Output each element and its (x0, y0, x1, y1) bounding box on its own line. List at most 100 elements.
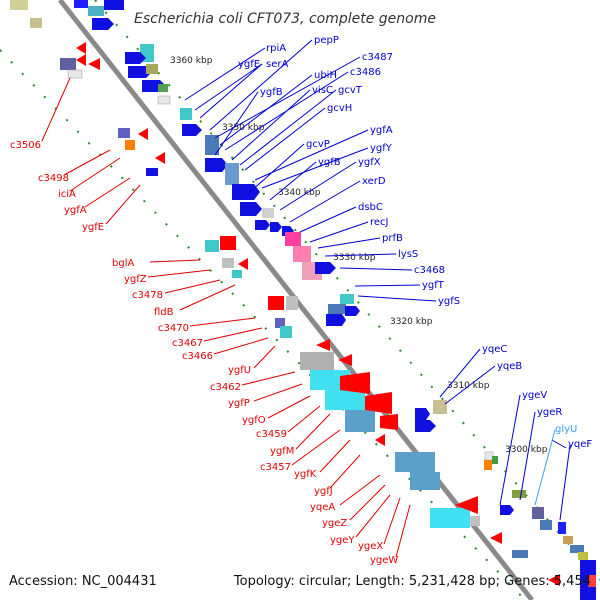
gene-feature[interactable] (415, 420, 436, 432)
gene-feature[interactable] (285, 232, 301, 246)
gene-feature[interactable] (315, 262, 336, 274)
gene-feature[interactable] (205, 135, 219, 155)
gene-feature[interactable] (275, 318, 285, 328)
gene-label-yqeA[interactable]: yqeA (310, 502, 335, 513)
gene-feature[interactable] (410, 472, 440, 490)
gene-feature[interactable] (205, 158, 228, 172)
gene-feature[interactable] (430, 508, 470, 528)
gene-label-yqeF[interactable]: yqeF (568, 439, 592, 450)
gene-label-c3466[interactable]: c3466 (182, 351, 213, 362)
gene-label-fldB[interactable]: fldB (154, 307, 174, 318)
gene-feature[interactable] (293, 246, 311, 262)
gene-feature[interactable] (88, 58, 100, 70)
gene-feature[interactable] (316, 339, 330, 351)
gene-label-c3467[interactable]: c3467 (172, 338, 203, 349)
gene-feature[interactable] (484, 451, 494, 461)
gene-label-ygfB-2[interactable]: ygfB (318, 157, 341, 168)
gene-feature[interactable] (30, 18, 42, 28)
gene-label-yqeC[interactable]: yqeC (482, 344, 507, 355)
gene-label-gcvH[interactable]: gcvH (327, 103, 352, 114)
gene-feature[interactable] (540, 520, 552, 530)
gene-label-ygfP[interactable]: ygfP (228, 398, 250, 409)
gene-feature[interactable] (76, 54, 86, 66)
gene-label-xerD[interactable]: xerD (362, 176, 386, 187)
gene-label-ygfJ[interactable]: ygfJ (314, 486, 333, 497)
gene-label-visC[interactable]: visC (312, 85, 333, 96)
gene-feature[interactable] (92, 18, 114, 30)
gene-feature[interactable] (67, 69, 83, 79)
gene-label-ygeZ[interactable]: ygeZ (322, 518, 347, 529)
gene-feature[interactable] (375, 434, 385, 446)
gene-label-ygfX[interactable]: ygfX (358, 157, 381, 168)
gene-feature[interactable] (220, 236, 236, 250)
gene-label-c3462[interactable]: c3462 (210, 382, 241, 393)
gene-label-serA[interactable]: serA (266, 59, 288, 70)
gene-feature[interactable] (118, 128, 130, 138)
gene-label-prfB[interactable]: prfB (382, 233, 403, 244)
gene-feature[interactable] (74, 0, 88, 8)
gene-feature[interactable] (558, 522, 566, 534)
gene-label-ubiH[interactable]: ubiH (314, 70, 337, 81)
gene-feature[interactable] (125, 52, 146, 64)
gene-label-ygfY[interactable]: ygfY (370, 143, 393, 154)
gene-feature[interactable] (125, 140, 135, 150)
gene-feature[interactable] (365, 392, 392, 414)
gene-feature[interactable] (76, 42, 86, 54)
gene-feature[interactable] (270, 222, 282, 232)
gene-feature[interactable] (155, 152, 165, 164)
gene-feature[interactable] (286, 296, 298, 310)
gene-feature[interactable] (470, 516, 480, 526)
gene-feature[interactable] (262, 208, 274, 218)
gene-label-c3470[interactable]: c3470 (158, 323, 189, 334)
gene-feature[interactable] (578, 552, 588, 560)
gene-feature[interactable] (512, 550, 528, 558)
gene-feature[interactable] (325, 390, 365, 410)
gene-label-lysS[interactable]: lysS (398, 249, 418, 260)
gene-feature[interactable] (455, 496, 478, 514)
gene-label-ygfB[interactable]: ygfB (260, 87, 283, 98)
gene-feature[interactable] (380, 414, 398, 430)
gene-label-ygfE-fwd[interactable]: ygfE (82, 222, 104, 233)
gene-feature[interactable] (182, 124, 202, 136)
gene-label-ygfO[interactable]: ygfO (242, 415, 266, 426)
gene-label-ygfM[interactable]: ygfM (270, 446, 294, 457)
gene-feature[interactable] (345, 410, 375, 432)
gene-feature[interactable] (512, 490, 526, 498)
gene-feature[interactable] (340, 372, 370, 394)
gene-label-rpiA[interactable]: rpiA (266, 43, 286, 54)
gene-feature[interactable] (588, 575, 596, 587)
gene-label-ygfU[interactable]: ygfU (228, 365, 251, 376)
gene-label-ygfK[interactable]: ygfK (294, 469, 317, 480)
gene-label-ygeY[interactable]: ygeY (330, 535, 355, 546)
gene-feature[interactable] (563, 536, 573, 544)
gene-label-c3486[interactable]: c3486 (350, 67, 381, 78)
gene-feature[interactable] (415, 408, 430, 420)
gene-label-glyU[interactable]: glyU (555, 424, 577, 435)
gene-feature[interactable] (225, 163, 239, 185)
gene-feature[interactable] (240, 202, 262, 216)
gene-feature[interactable] (146, 64, 158, 74)
gene-feature[interactable] (532, 507, 544, 519)
gene-label-ygeX[interactable]: ygeX (358, 541, 383, 552)
gene-feature[interactable] (490, 532, 502, 544)
gene-feature[interactable] (104, 0, 124, 10)
gene-feature[interactable] (157, 95, 171, 105)
gene-feature[interactable] (326, 314, 346, 326)
gene-feature[interactable] (232, 184, 260, 200)
gene-feature[interactable] (328, 304, 346, 314)
gene-feature[interactable] (338, 354, 352, 366)
gene-feature[interactable] (146, 168, 158, 176)
gene-feature[interactable] (340, 294, 354, 304)
gene-feature[interactable] (280, 326, 292, 338)
gene-feature[interactable] (138, 128, 148, 140)
gene-label-ygfS[interactable]: ygfS (438, 296, 460, 307)
gene-label-c3498[interactable]: c3498 (38, 173, 69, 184)
gene-feature[interactable] (484, 460, 492, 470)
gene-feature[interactable] (395, 452, 435, 472)
gene-feature[interactable] (158, 84, 168, 92)
gene-feature[interactable] (345, 306, 360, 316)
gene-feature[interactable] (500, 505, 514, 515)
gene-feature[interactable] (255, 220, 270, 230)
gene-label-recJ[interactable]: recJ (370, 217, 389, 228)
gene-label-gcvP[interactable]: gcvP (306, 139, 330, 150)
